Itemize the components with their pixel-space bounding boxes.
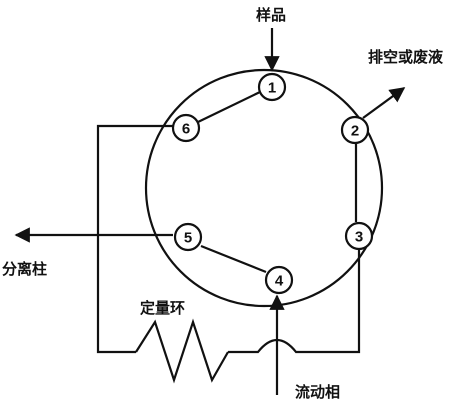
waste-outlet-arrow <box>362 87 406 119</box>
port-3: 3 <box>344 221 374 251</box>
port-1-label: 1 <box>268 80 276 97</box>
port-3-label: 3 <box>355 229 363 246</box>
sample-loop-coil <box>135 318 229 384</box>
port-6-label: 6 <box>182 121 190 138</box>
loop-line-right <box>228 249 361 354</box>
sample-label: 样品 <box>256 6 286 24</box>
port-5: 5 <box>173 222 203 252</box>
port-5-label: 5 <box>184 230 192 247</box>
loop-label: 定量环 <box>140 299 185 317</box>
valve-body <box>144 68 384 308</box>
loop-line-left <box>96 124 173 354</box>
port-2-label: 2 <box>351 123 359 140</box>
connection-5-4 <box>200 244 267 274</box>
waste-label: 排空或废液 <box>368 48 444 66</box>
port-2: 2 <box>340 115 370 145</box>
connection-1-6 <box>197 91 261 123</box>
port-4-label: 4 <box>275 273 284 290</box>
mobile-phase-label: 流动相 <box>295 383 340 401</box>
port-1: 1 <box>257 72 287 102</box>
port-6: 6 <box>171 113 201 143</box>
port-4: 4 <box>264 265 294 295</box>
column-label: 分离柱 <box>2 260 47 278</box>
